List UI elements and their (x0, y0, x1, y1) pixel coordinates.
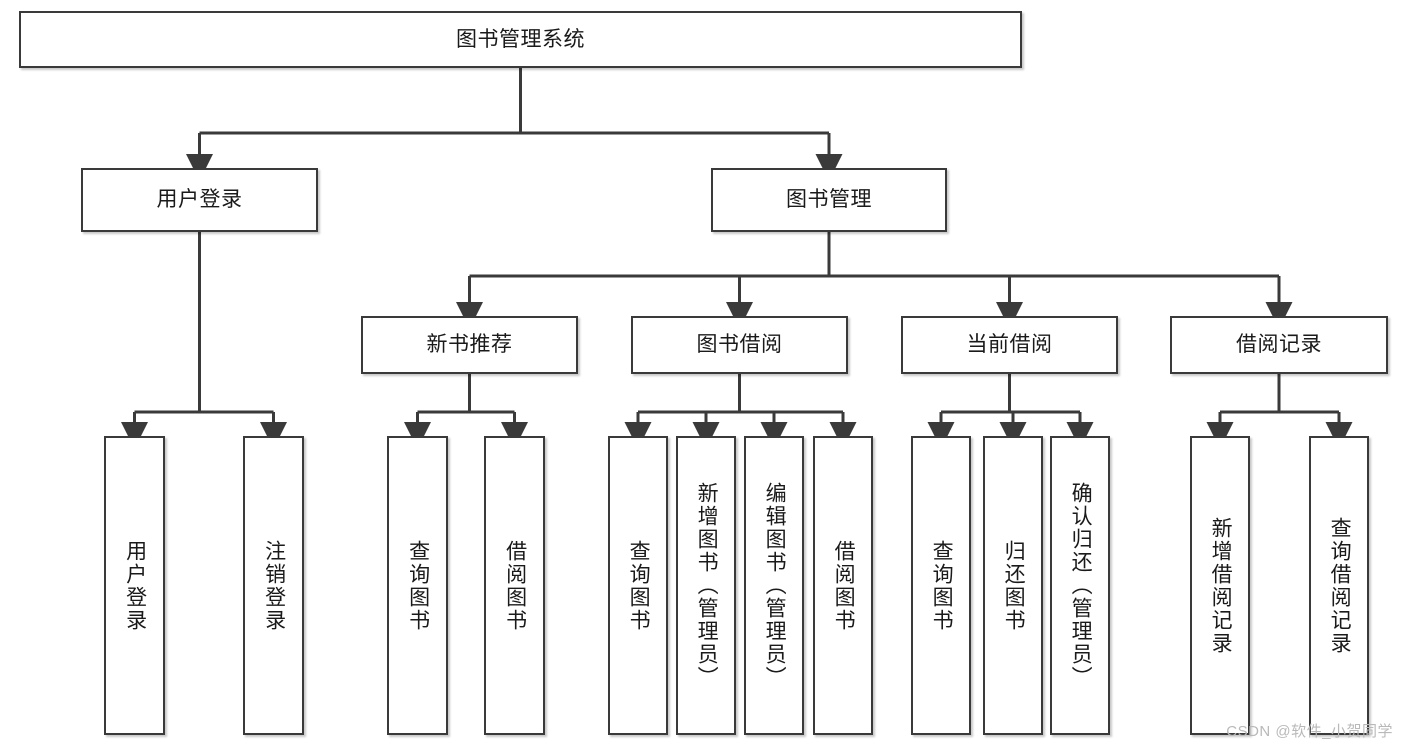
leaf-leaf-query-book-2-label: 查询图书 (627, 539, 651, 632)
leaf-leaf-add-book[interactable]: 新增图书（管理员） (676, 436, 736, 735)
leaf-leaf-query-book-2[interactable]: 查询图书 (608, 436, 668, 735)
leaf-leaf-confirm-return[interactable]: 确认归还（管理员） (1050, 436, 1110, 735)
leaf-leaf-user-login-label: 用户登录 (123, 539, 147, 632)
node-book-borrow-label: 图书借阅 (696, 333, 783, 357)
leaf-leaf-query-record-label: 查询借阅记录 (1328, 516, 1352, 655)
leaf-leaf-borrow-book-2-label: 借阅图书 (832, 539, 856, 632)
leaf-leaf-user-login[interactable]: 用户登录 (104, 436, 165, 735)
leaf-leaf-query-book-3-label: 查询图书 (930, 539, 954, 632)
leaf-leaf-edit-book[interactable]: 编辑图书（管理员） (744, 436, 804, 735)
leaf-leaf-return-book-label: 归还图书 (1002, 539, 1026, 632)
node-title[interactable]: 图书管理系统 (19, 11, 1022, 68)
leaf-leaf-add-record-label: 新增借阅记录 (1209, 516, 1233, 655)
node-borrow-record[interactable]: 借阅记录 (1170, 316, 1388, 374)
leaf-leaf-query-book-1-label: 查询图书 (406, 539, 430, 632)
node-book-borrow[interactable]: 图书借阅 (631, 316, 848, 374)
leaf-leaf-confirm-return-label: 确认归还（管理员） (1069, 482, 1093, 689)
leaf-leaf-logout-label: 注销登录 (262, 539, 286, 632)
leaf-leaf-return-book[interactable]: 归还图书 (983, 436, 1043, 735)
leaf-leaf-query-book-1[interactable]: 查询图书 (387, 436, 448, 735)
node-title-label: 图书管理系统 (456, 27, 585, 51)
node-new-book-recommend[interactable]: 新书推荐 (361, 316, 578, 374)
node-user-login[interactable]: 用户登录 (81, 168, 318, 232)
leaf-leaf-borrow-book-2[interactable]: 借阅图书 (813, 436, 873, 735)
node-current-borrow[interactable]: 当前借阅 (901, 316, 1118, 374)
leaf-leaf-edit-book-label: 编辑图书（管理员） (763, 482, 787, 689)
leaf-leaf-query-record[interactable]: 查询借阅记录 (1309, 436, 1369, 735)
node-borrow-record-label: 借阅记录 (1236, 333, 1322, 357)
leaf-leaf-borrow-book-1[interactable]: 借阅图书 (484, 436, 545, 735)
leaf-leaf-add-record[interactable]: 新增借阅记录 (1190, 436, 1250, 735)
leaf-leaf-add-book-label: 新增图书（管理员） (695, 482, 719, 689)
node-new-book-recommend-label: 新书推荐 (426, 333, 513, 357)
leaf-leaf-query-book-3[interactable]: 查询图书 (911, 436, 971, 735)
node-user-login-label: 用户登录 (156, 188, 243, 212)
leaf-leaf-logout[interactable]: 注销登录 (243, 436, 304, 735)
node-book-manage-label: 图书管理 (786, 188, 872, 212)
node-book-manage[interactable]: 图书管理 (711, 168, 947, 232)
leaf-leaf-borrow-book-1-label: 借阅图书 (503, 539, 527, 632)
node-current-borrow-label: 当前借阅 (966, 333, 1053, 357)
